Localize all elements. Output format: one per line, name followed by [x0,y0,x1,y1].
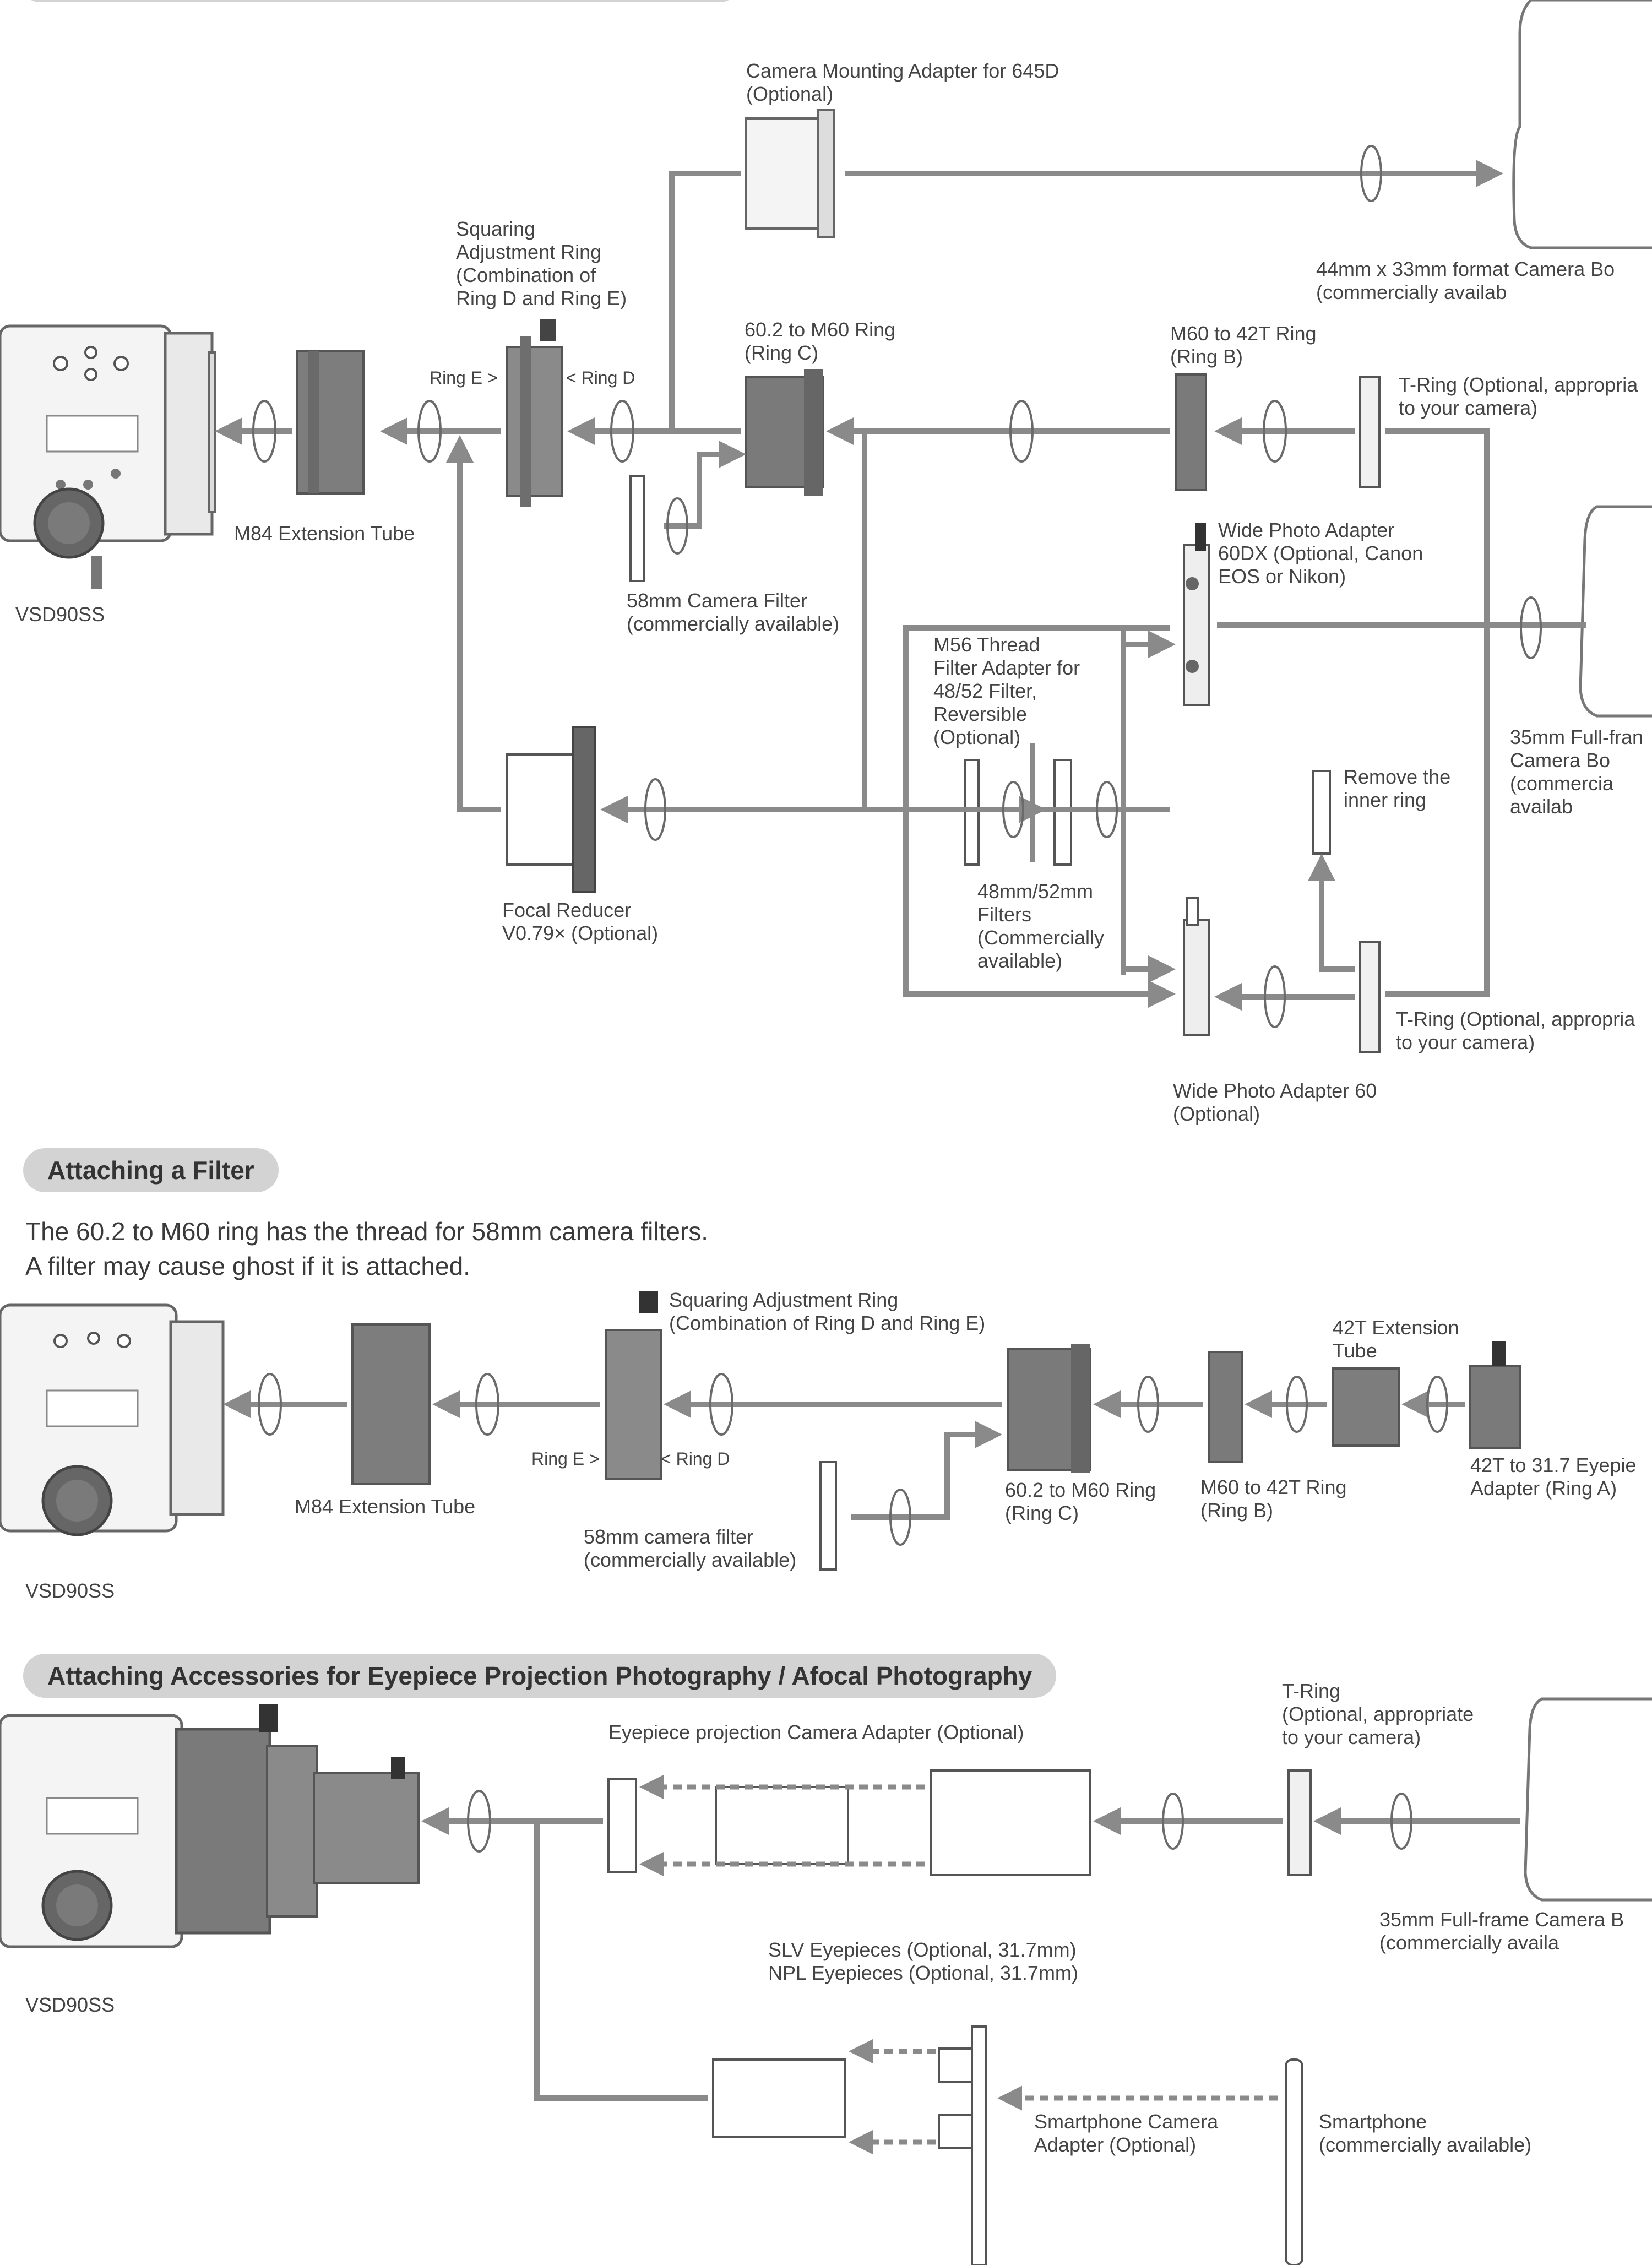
label-ringE2: Ring E > [531,1449,600,1469]
telescope-vsd90ss-3 [0,1704,420,1948]
label-ringE: Ring E > [430,368,498,388]
filter-text-2: A filter may cause ghost if it is attach… [25,1252,470,1280]
label-filters4852: 48mm/52mm Filters (Commercially availabl… [977,880,1105,972]
label-wide60dx: Wide Photo Adapter 60DX (Optional, Canon… [1218,519,1423,588]
label-squaring1: Squaring Adjustment Ring (Combination of… [456,218,627,309]
t-ring-2 [1359,941,1381,1053]
label-cam35-1: 35mm Full-fran Camera Bo (commercia avai… [1510,726,1644,818]
label-vsd3: VSD90SS [25,1994,115,2016]
label-phoneadapter: Smartphone Camera Adapter (Optional) [1034,2110,1219,2156]
label-slv: SLV Eyepieces (Optional, 31.7mm) NPL Eye… [768,1938,1078,1984]
camera-mount-adapter-645d [745,109,835,238]
label-tring1: T-Ring (Optional, appropria to your came… [1399,373,1638,419]
extension-42t-tube [1332,1367,1400,1447]
label-ringB2: M60 to 42T Ring (Ring B) [1200,1476,1347,1522]
squaring-adjustment-ring-1 [506,319,563,507]
filter-text-1: The 60.2 to M60 ring has the thread for … [25,1217,709,1246]
label-ringB: M60 to 42T Ring (Ring B) [1170,322,1317,368]
label-reducer: Focal Reducer V0.79× (Optional) [502,899,659,944]
inner-ring [1312,770,1331,855]
label-tring3: T-Ring (Optional, appropriate to your ca… [1282,1680,1474,1748]
label-tring2: T-Ring (Optional, appropria to your came… [1396,1008,1635,1053]
filter-58mm-1 [629,475,645,582]
label-filter58-2: 58mm camera filter (commercially availab… [584,1525,797,1571]
label-phone: Smartphone (commercially available) [1319,2110,1532,2156]
section-title-eyepiece: Attaching Accessories for Eyepiece Proje… [23,1654,1057,1698]
label-m84-1: M84 Extension Tube [234,522,415,545]
label-filter58-1: 58mm Camera Filter (commercially availab… [627,589,840,635]
label-ringA: 42T to 31.7 Eyepie Adapter (Ring A) [1470,1454,1637,1500]
section-title-filter: Attaching a Filter [23,1148,279,1192]
smartphone-adapter [712,2025,987,2265]
label-m84-2: M84 Extension Tube [295,1495,476,1518]
squaring-adjustment-ring-2 [605,1291,662,1480]
label-epadapter: Eyepiece projection Camera Adapter (Opti… [608,1721,1024,1743]
m84-extension-tube-1 [296,350,365,495]
t-ring-3 [1287,1769,1312,1876]
label-cam44: 44mm x 33mm format Camera Bo (commercial… [1316,258,1615,303]
telescope-vsd90ss-2 [0,1303,225,1536]
camera-body-44x33 [1512,0,1652,249]
label-squaring2: Squaring Adjustment Ring (Combination of… [669,1289,986,1334]
label-mount645: Camera Mounting Adapter for 645D (Option… [746,59,1059,105]
label-wide60: Wide Photo Adapter 60 (Optional) [1173,1079,1377,1125]
t-ring-1 [1359,376,1381,488]
m84-extension-tube-2 [351,1323,431,1485]
label-remove: Remove the inner ring [1344,765,1451,811]
ring-b-1 [1175,373,1207,491]
focal-reducer [506,726,596,893]
label-ext42: 42T Extension Tube [1333,1316,1459,1362]
label-cam35-2: 35mm Full-frame Camera B (commercially a… [1379,1908,1624,1954]
label-m56: M56 Thread Filter Adapter for 48/52 Filt… [933,633,1080,748]
label-ringC2: 60.2 to M60 Ring (Ring C) [1005,1479,1156,1524]
filter-58mm-2 [819,1461,837,1571]
ring-a [1469,1341,1521,1449]
ring-b-2 [1208,1351,1243,1463]
telescope-vsd90ss-1 [0,324,216,589]
smartphone [1285,2058,1303,2265]
wide-photo-adapter-60dx [1183,523,1210,706]
label-ringD: < Ring D [566,368,635,388]
eyepiece-projection-adapter [607,1769,1091,1876]
label-ringD2: < Ring D [661,1449,730,1469]
label-vsd2: VSD90SS [25,1579,115,1602]
label-vsd1: VSD90SS [15,603,105,626]
camera-body-35mm-1 [1579,505,1652,718]
label-ringC: 60.2 to M60 Ring (Ring C) [745,318,896,364]
camera-body-35mm-2 [1524,1697,1652,1902]
wide-photo-adapter-60 [1183,897,1210,1036]
